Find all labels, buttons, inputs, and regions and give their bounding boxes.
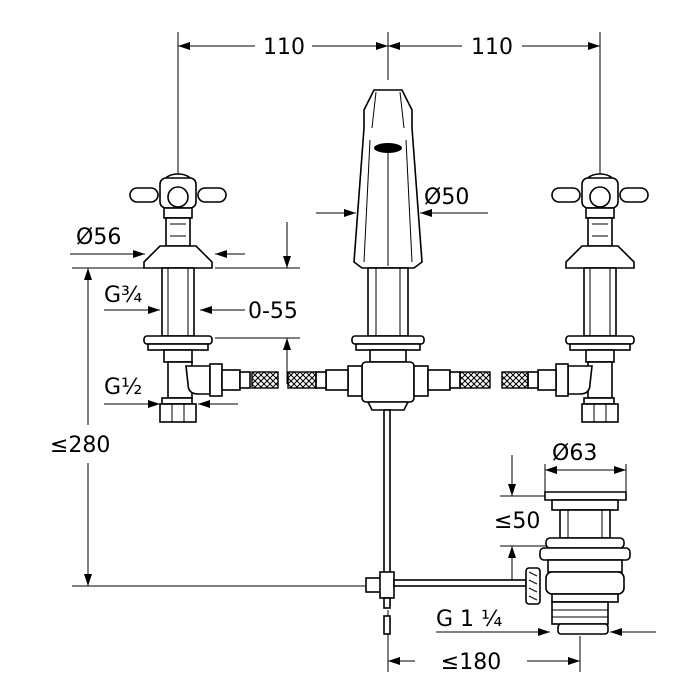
left-valve <box>129 173 279 423</box>
pop-up-rod <box>365 409 541 635</box>
dimension-lines <box>70 32 656 672</box>
waste-thread-label: G 1 ¼ <box>436 607 502 632</box>
right-valve <box>501 173 649 423</box>
waste-distance-label: ≤180 <box>441 650 501 675</box>
spout-diameter-label: Ø50 <box>424 185 469 210</box>
max-height-label: ≤280 <box>50 433 110 458</box>
waste-range-label: ≤50 <box>494 509 540 534</box>
spout <box>287 89 491 411</box>
handle-diameter-label: Ø56 <box>76 225 121 250</box>
waste-drain <box>539 491 631 635</box>
waste-diameter-label: Ø63 <box>552 441 597 466</box>
left-spacing-label: 110 <box>263 35 305 60</box>
supply-thread-label: G½ <box>104 375 142 400</box>
right-spacing-label: 110 <box>471 35 513 60</box>
dimension-labels: 110 110 Ø56 Ø50 G¾ 0-55 G½ ≤280 Ø63 ≤50 … <box>50 35 597 675</box>
deck-range-label: 0-55 <box>248 299 298 324</box>
valve-thread-label: G¾ <box>104 283 142 308</box>
